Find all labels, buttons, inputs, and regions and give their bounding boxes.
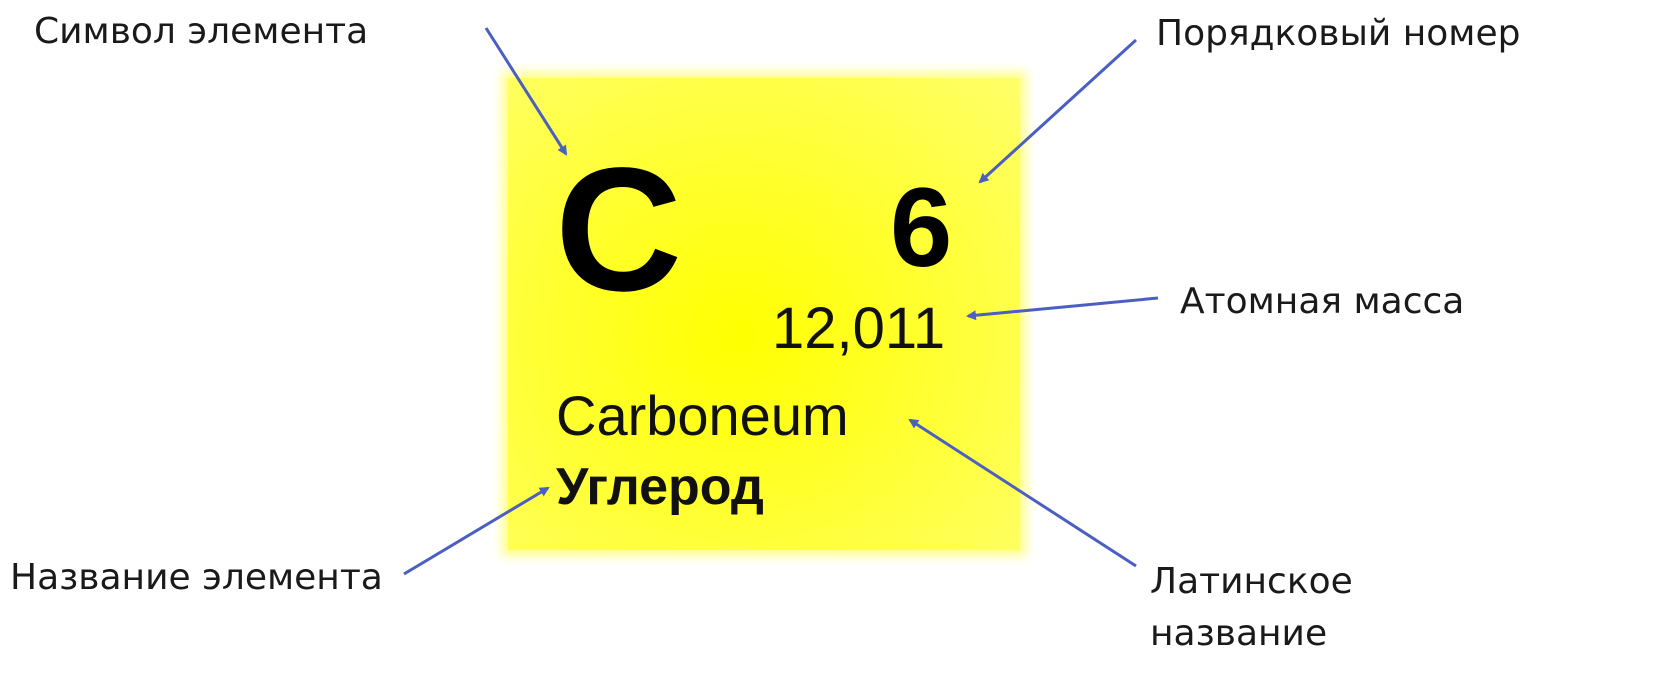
arrow-to-latin-name <box>908 418 1137 568</box>
latin-name: Carboneum <box>556 384 849 447</box>
label-atomic-number: Порядковый номер <box>1156 13 1521 54</box>
element-symbol: C <box>555 132 683 328</box>
label-atomic-mass: Атомная масса <box>1180 281 1465 322</box>
label-latin-name-line2: название <box>1150 613 1328 654</box>
arrow-to-atomic-mass <box>966 296 1159 321</box>
arrow-to-symbol <box>484 27 568 156</box>
arrow-to-atomic-number <box>978 38 1138 184</box>
arrow-to-element-name <box>403 486 550 576</box>
element-tile <box>508 78 1020 550</box>
atomic-mass: 12,011 <box>772 296 946 361</box>
label-latin-name: Латинское название <box>1150 556 1353 660</box>
label-latin-name-line1: Латинское <box>1150 561 1353 602</box>
element-name: Углерод <box>556 458 764 516</box>
label-element-symbol: Символ элемента <box>34 11 369 52</box>
atomic-number: 6 <box>890 165 953 290</box>
label-element-name: Название элемента <box>10 557 383 598</box>
